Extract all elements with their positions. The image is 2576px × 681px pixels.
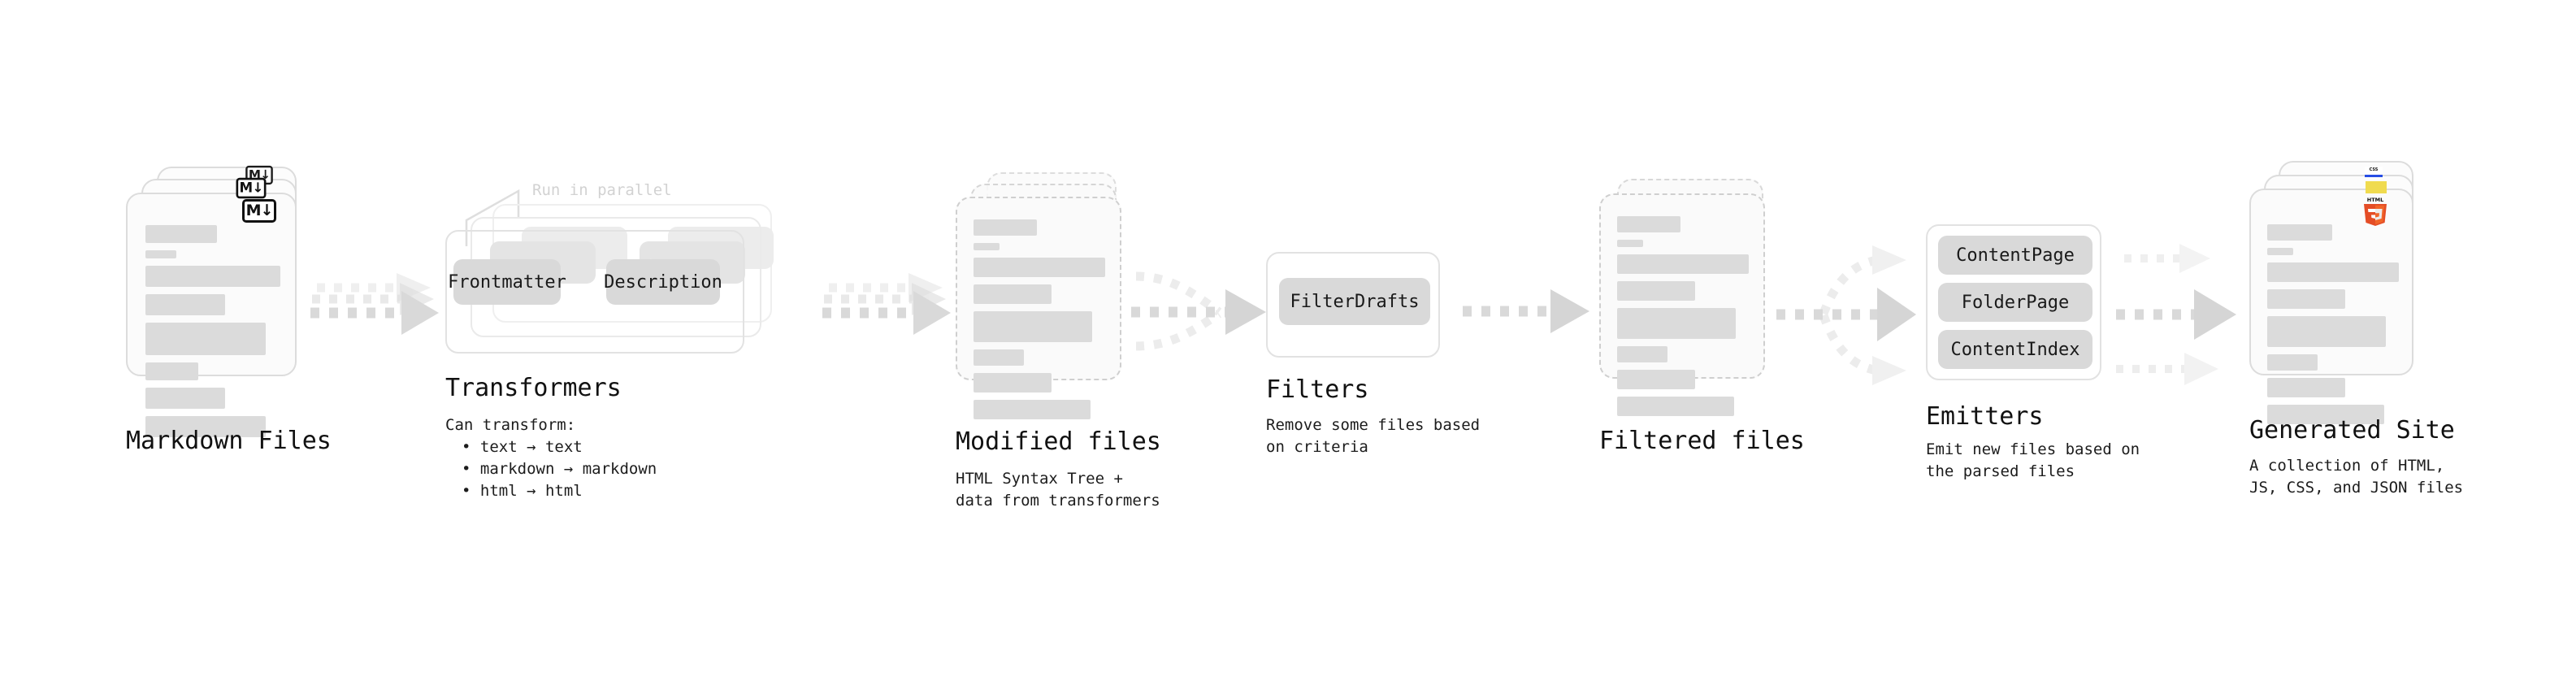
emitters-chip-contentindex[interactable]: ContentIndex bbox=[1938, 330, 2092, 369]
transformer-chip-description-label: Description bbox=[604, 271, 722, 293]
stage-title-modified-files: Modified files bbox=[956, 427, 1161, 456]
js-icon bbox=[2366, 181, 2387, 193]
modified-files-description: HTML Syntax Tree + data from transformer… bbox=[956, 470, 1160, 510]
transformer-chip-frontmatter[interactable]: Frontmatter bbox=[448, 259, 566, 305]
connector-filtered-to-emitters bbox=[1776, 236, 1923, 394]
emitters-chip-contentpage-label: ContentPage bbox=[1956, 245, 2075, 266]
stage-title-transformers: Transformers bbox=[445, 374, 622, 402]
filters-chip-filterdrafts-label: FilterDrafts bbox=[1290, 291, 1420, 312]
connector-emitters-to-site bbox=[2116, 237, 2254, 392]
markdown-doc-front bbox=[126, 193, 297, 437]
svg-text:HTML: HTML bbox=[2367, 197, 2383, 203]
markdown-icon-letter: M bbox=[245, 202, 262, 219]
generated-site-description: A collection of HTML, JS, CSS, and JSON … bbox=[2249, 457, 2464, 497]
emitters-chip-folderpage-label: FolderPage bbox=[1961, 292, 2070, 313]
emitters-panel: ContentPage FolderPage ContentIndex bbox=[1926, 224, 2101, 380]
stage-title-emitters: Emitters bbox=[1926, 402, 2044, 431]
markdown-icon-mid: M↓ bbox=[236, 177, 267, 199]
markdown-icon-letter: M bbox=[239, 180, 254, 196]
site-doc-content bbox=[2251, 190, 2412, 424]
transformer-chip-frontmatter-label: Frontmatter bbox=[448, 271, 566, 293]
transformers-bullet-2: • html → html bbox=[462, 482, 583, 500]
filters-panel: FilterDrafts bbox=[1266, 252, 1440, 358]
stage-title-filtered-files: Filtered files bbox=[1599, 427, 1805, 455]
filtered-doc-content bbox=[1601, 195, 1763, 416]
filters-description: Remove some files based on criteria bbox=[1266, 416, 1481, 456]
css-icon: CSS bbox=[2365, 167, 2383, 177]
modified-doc-front bbox=[956, 197, 1121, 419]
transformers-description: Can transform: bbox=[445, 416, 576, 434]
filtered-doc-front bbox=[1599, 193, 1765, 416]
emitters-chip-contentpage[interactable]: ContentPage bbox=[1938, 236, 2092, 275]
stage-title-markdown-files: Markdown Files bbox=[126, 427, 332, 455]
connector-transformers-to-modified bbox=[822, 268, 952, 358]
run-in-parallel-note: Run in parallel bbox=[532, 181, 672, 199]
filters-chip-filterdrafts[interactable]: FilterDrafts bbox=[1279, 278, 1430, 325]
markdown-doc-content bbox=[128, 194, 295, 437]
connector-filters-to-filtered bbox=[1463, 283, 1593, 340]
site-doc-front bbox=[2249, 189, 2413, 424]
emitters-chip-folderpage[interactable]: FolderPage bbox=[1938, 283, 2092, 322]
transformers-bullet-0: • text → text bbox=[462, 438, 583, 456]
emitters-chip-contentindex-label: ContentIndex bbox=[1950, 339, 2080, 360]
transformer-panel-front bbox=[445, 230, 744, 354]
emitters-description: Emit new files based on the parsed files bbox=[1926, 440, 2140, 480]
modified-doc-content bbox=[957, 198, 1120, 419]
stage-title-generated-site: Generated Site bbox=[2249, 416, 2455, 445]
stage-title-filters: Filters bbox=[1266, 375, 1369, 404]
html5-icon: HTML bbox=[2361, 195, 2389, 226]
css-icon-label: CSS bbox=[2369, 167, 2379, 172]
connector-modified-to-filters bbox=[1131, 262, 1273, 367]
markdown-icon: M↓ bbox=[242, 199, 276, 223]
transformers-bullet-1: • markdown → markdown bbox=[462, 460, 657, 478]
connector-markdown-to-transformers bbox=[310, 268, 440, 358]
transformer-chip-description[interactable]: Description bbox=[604, 259, 722, 305]
